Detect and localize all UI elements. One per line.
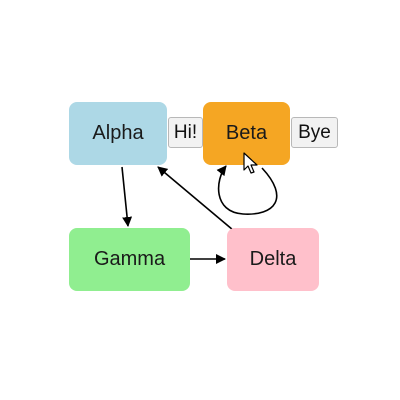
mouse-pointer-icon — [243, 152, 258, 174]
node-beta-label: Beta — [225, 122, 268, 144]
edge-beta-self-loop — [216, 165, 278, 215]
node-gamma[interactable]: Gamma — [69, 228, 190, 291]
node-alpha-label: Alpha — [92, 122, 144, 144]
edge-delta-alpha — [157, 166, 234, 231]
node-delta-label: Delta — [249, 248, 297, 270]
node-delta[interactable]: Delta — [227, 228, 319, 291]
edge-alpha-gamma — [121, 166, 133, 227]
node-alpha[interactable]: Alpha — [69, 102, 167, 165]
hi-button[interactable]: Hi! — [168, 117, 203, 148]
node-gamma-label: Gamma — [93, 248, 166, 270]
bye-button[interactable]: Bye — [291, 117, 338, 148]
